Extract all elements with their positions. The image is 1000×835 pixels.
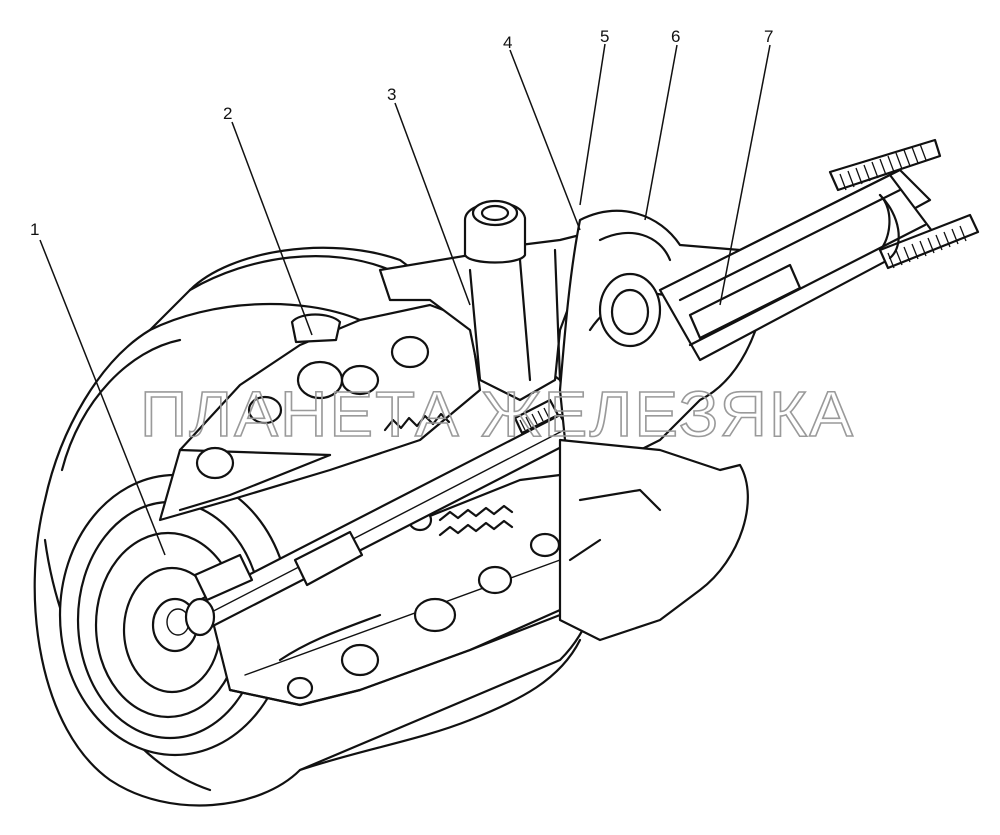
watermark-text: ПЛАНЕТА ЖЕЛЕЗЯКА: [140, 378, 855, 450]
leader-1: [39, 239, 166, 556]
callout-1: 1: [30, 220, 39, 239]
callout-2: 2: [223, 104, 232, 123]
callout-4: 4: [503, 33, 512, 52]
valve-body-rib: [378, 199, 612, 402]
leader-2: [231, 121, 313, 336]
leader-3: [394, 102, 471, 306]
callout-labels: 1 2 3 4 5 6 7: [30, 27, 773, 239]
callout-7: 7: [764, 27, 773, 46]
leader-6: [644, 44, 678, 221]
leader-5: [579, 43, 606, 206]
callout-3: 3: [387, 85, 396, 104]
rack-tube: [658, 138, 980, 362]
lower-inner-body: [208, 468, 662, 707]
leader-lines: [39, 43, 771, 556]
callout-5: 5: [600, 27, 609, 46]
leader-7: [719, 44, 771, 306]
leader-4: [509, 49, 581, 231]
callout-6: 6: [671, 27, 680, 46]
